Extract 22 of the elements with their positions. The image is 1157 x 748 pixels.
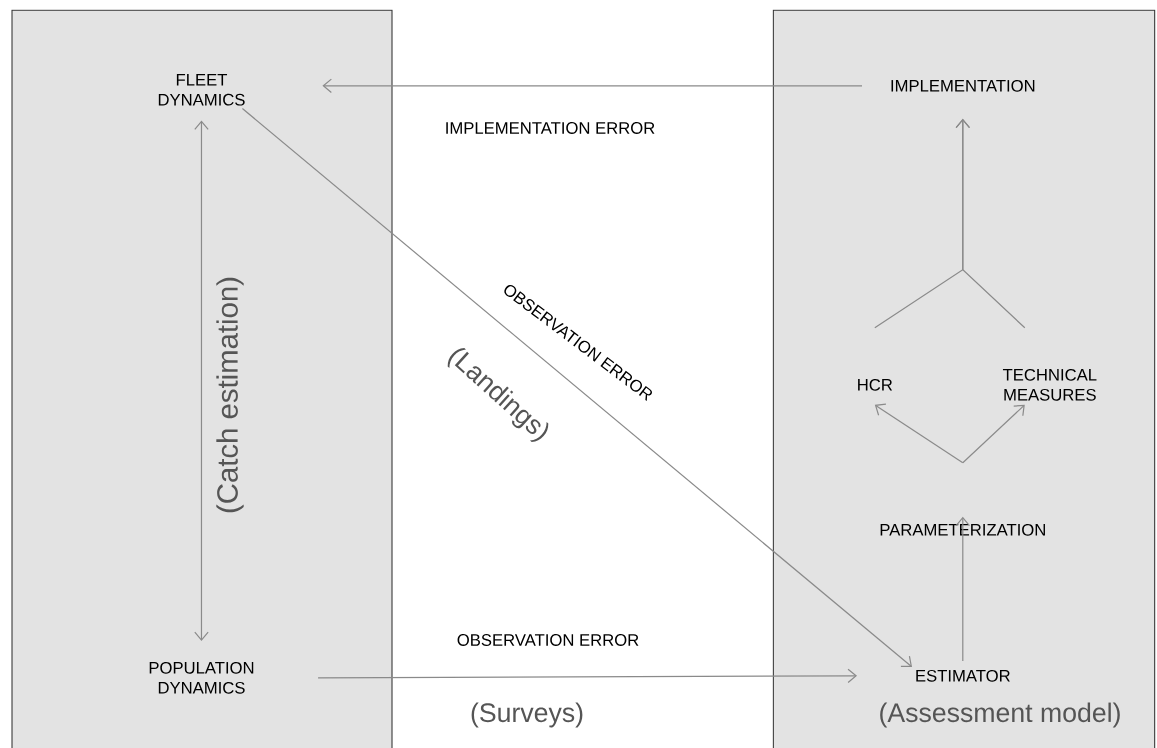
- panel-box: [11, 9, 393, 748]
- arrow: [317, 668, 858, 684]
- arrow: [955, 118, 1026, 329]
- edge-label: (Catch estimation): [216, 277, 244, 513]
- process-label: PARAMETERIZATION: [880, 523, 1045, 536]
- arrow: [241, 107, 913, 667]
- arrow: [962, 404, 1025, 464]
- arrow: [955, 516, 971, 662]
- arrow: [322, 78, 863, 94]
- process-label: IMPLEMENTATION: [891, 79, 1035, 92]
- process-label: FLEET DYNAMICS: [158, 74, 245, 106]
- process-label: POPULATION DYNAMICS: [149, 661, 254, 694]
- arrow: [194, 120, 209, 641]
- annotation-text: (Assessment model): [880, 702, 1120, 728]
- process-label: ESTIMATOR: [916, 669, 1010, 682]
- annotation-text: (Surveys): [471, 702, 583, 728]
- panel-box: [772, 9, 1156, 748]
- edge-label: IMPLEMENTATION ERROR: [446, 122, 655, 134]
- edge-label: OBSERVATION ERROR: [457, 634, 639, 646]
- process-label: TECHNICAL MEASURES: [1002, 368, 1097, 401]
- process-label: HCR: [858, 378, 893, 391]
- arrow: [874, 403, 964, 464]
